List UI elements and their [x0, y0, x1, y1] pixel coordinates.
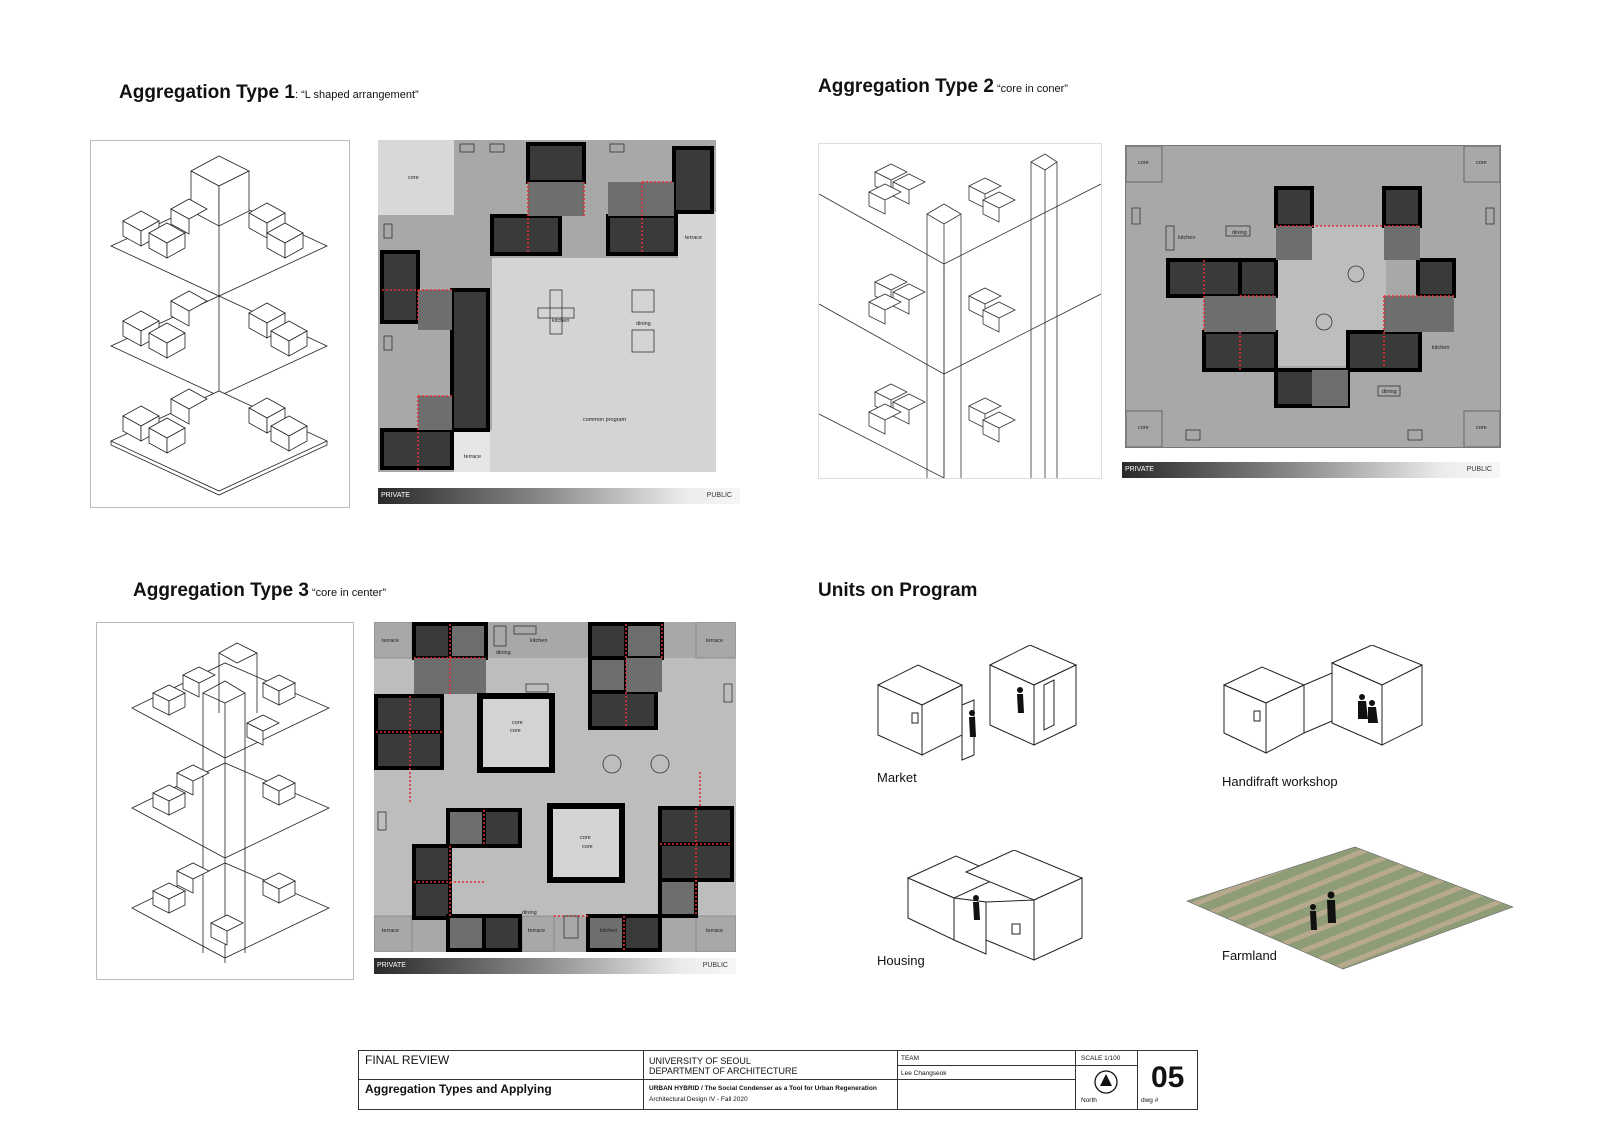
type2-label-kitchen-r: kitchen — [1432, 345, 1450, 351]
type1-title: Aggregation Type 1: “L shaped arrangemen… — [119, 82, 419, 104]
market-caption: Market — [877, 770, 917, 785]
public-label: PUBLIC — [702, 962, 728, 969]
type3-subtitle: “core in center” — [308, 587, 386, 599]
type2-title: Aggregation Type 2 “core in coner” — [818, 76, 1068, 98]
type1-title-text: Aggregation Type 1 — [119, 82, 295, 103]
type2-floor-plan: core core core core kitchen dining kitch… — [1125, 145, 1501, 448]
tb-project: URBAN HYBRID / The Social Condenser as a… — [649, 1085, 877, 1092]
private-label: PRIVATE — [1125, 466, 1154, 473]
tb-review: FINAL REVIEW — [365, 1053, 450, 1067]
type2-label-core-tr: core — [1476, 160, 1487, 166]
tb-dwg-label: dwg # — [1141, 1097, 1159, 1104]
type3-label-core-lower-small: core — [582, 844, 593, 850]
private-label: PRIVATE — [377, 962, 406, 969]
type2-label-kitchen-l: kitchen — [1178, 235, 1196, 241]
tb-university: UNIVERSITY OF SEOUL — [649, 1056, 751, 1066]
market-illustration — [876, 645, 1078, 761]
type2-subtitle: “core in coner” — [993, 83, 1068, 95]
type1-label-common: common program — [583, 417, 627, 423]
type3-privacy-gradient: PRIVATE PUBLIC — [374, 958, 736, 974]
title-block: FINAL REVIEW Aggregation Types and Apply… — [358, 1050, 1198, 1110]
tb-north: North — [1081, 1097, 1097, 1104]
type3-label-terrace-tl: terrace — [382, 638, 400, 644]
type2-label-core-br: core — [1476, 425, 1487, 431]
type1-subtitle: : “L shaped arrangement” — [294, 89, 419, 101]
type3-label-terrace-tr: terrace — [706, 638, 724, 644]
housing-caption: Housing — [877, 953, 925, 968]
type3-floor-plan: core core core core terrace terrace terr… — [374, 622, 736, 952]
type1-privacy-gradient: PRIVATE PUBLIC — [378, 488, 740, 504]
tb-dwg-number: 05 — [1151, 1061, 1185, 1094]
type3-label-core-upper: core — [510, 728, 521, 734]
tb-scale: SCALE 1/100 — [1081, 1055, 1121, 1062]
tb-team-member: Lee Changseok — [901, 1070, 947, 1077]
type3-label-terrace-bl: terrace — [382, 928, 400, 934]
north-arrow-icon — [1094, 1070, 1118, 1094]
type1-label-kitchen: kitchen — [552, 318, 570, 324]
type3-label-terrace-bm: terrace — [528, 928, 546, 934]
type3-label-dining-b: dining — [522, 910, 537, 916]
type3-label-kitchen-b: kitchen — [600, 928, 618, 934]
workshop-illustration — [1222, 645, 1424, 754]
type1-floor-plan: core terrace kitchen dining common progr… — [378, 140, 716, 472]
units-title: Units on Program — [818, 580, 978, 601]
type2-label-dining-b: dining — [1382, 389, 1397, 395]
tb-team-label: TEAM — [901, 1055, 920, 1062]
type3-label-dining-t: dining — [496, 650, 511, 656]
type2-title-text: Aggregation Type 2 — [818, 76, 994, 97]
public-label: PUBLIC — [706, 492, 732, 499]
housing-illustration — [906, 850, 1084, 961]
type1-label-terrace-top: terrace — [685, 235, 703, 241]
tb-project-desc: The Social Condenser as a Tool for Urban… — [704, 1085, 877, 1092]
type2-label-core-tl: core — [1138, 160, 1149, 166]
type3-title-text: Aggregation Type 3 — [133, 580, 309, 601]
type1-label-dining: dining — [636, 321, 651, 327]
tb-sheet-title: Aggregation Types and Applying — [365, 1082, 552, 1096]
type2-privacy-gradient: PRIVATE PUBLIC — [1122, 462, 1500, 478]
workshop-caption: Handifraft workshop — [1222, 774, 1338, 789]
farmland-caption: Farmland — [1222, 948, 1277, 963]
type2-label-dining-t: dining — [1232, 230, 1247, 236]
type1-isometric — [90, 140, 350, 508]
type1-label-terrace-bottom: terrace — [464, 454, 482, 460]
type1-label-core: core — [408, 175, 419, 181]
private-label: PRIVATE — [381, 492, 410, 499]
farmland-illustration — [1186, 846, 1514, 970]
tb-course: Architectural Design IV - Fall 2020 — [649, 1096, 748, 1103]
type3-title: Aggregation Type 3 “core in center” — [133, 580, 386, 602]
type2-label-core-bl: core — [1138, 425, 1149, 431]
type3-isometric — [96, 622, 354, 980]
type3-label-kitchen-t: kitchen — [530, 638, 548, 644]
tb-project-name: URBAN HYBRID / — [649, 1085, 703, 1092]
type3-label-terrace-br: terrace — [706, 928, 724, 934]
type2-isometric — [818, 143, 1102, 479]
type3-label-core-upper-small: core — [512, 720, 523, 726]
type3-label-core-lower: core — [580, 835, 591, 841]
public-label: PUBLIC — [1466, 466, 1492, 473]
tb-department: DEPARTMENT OF ARCHITECTURE — [649, 1066, 798, 1076]
